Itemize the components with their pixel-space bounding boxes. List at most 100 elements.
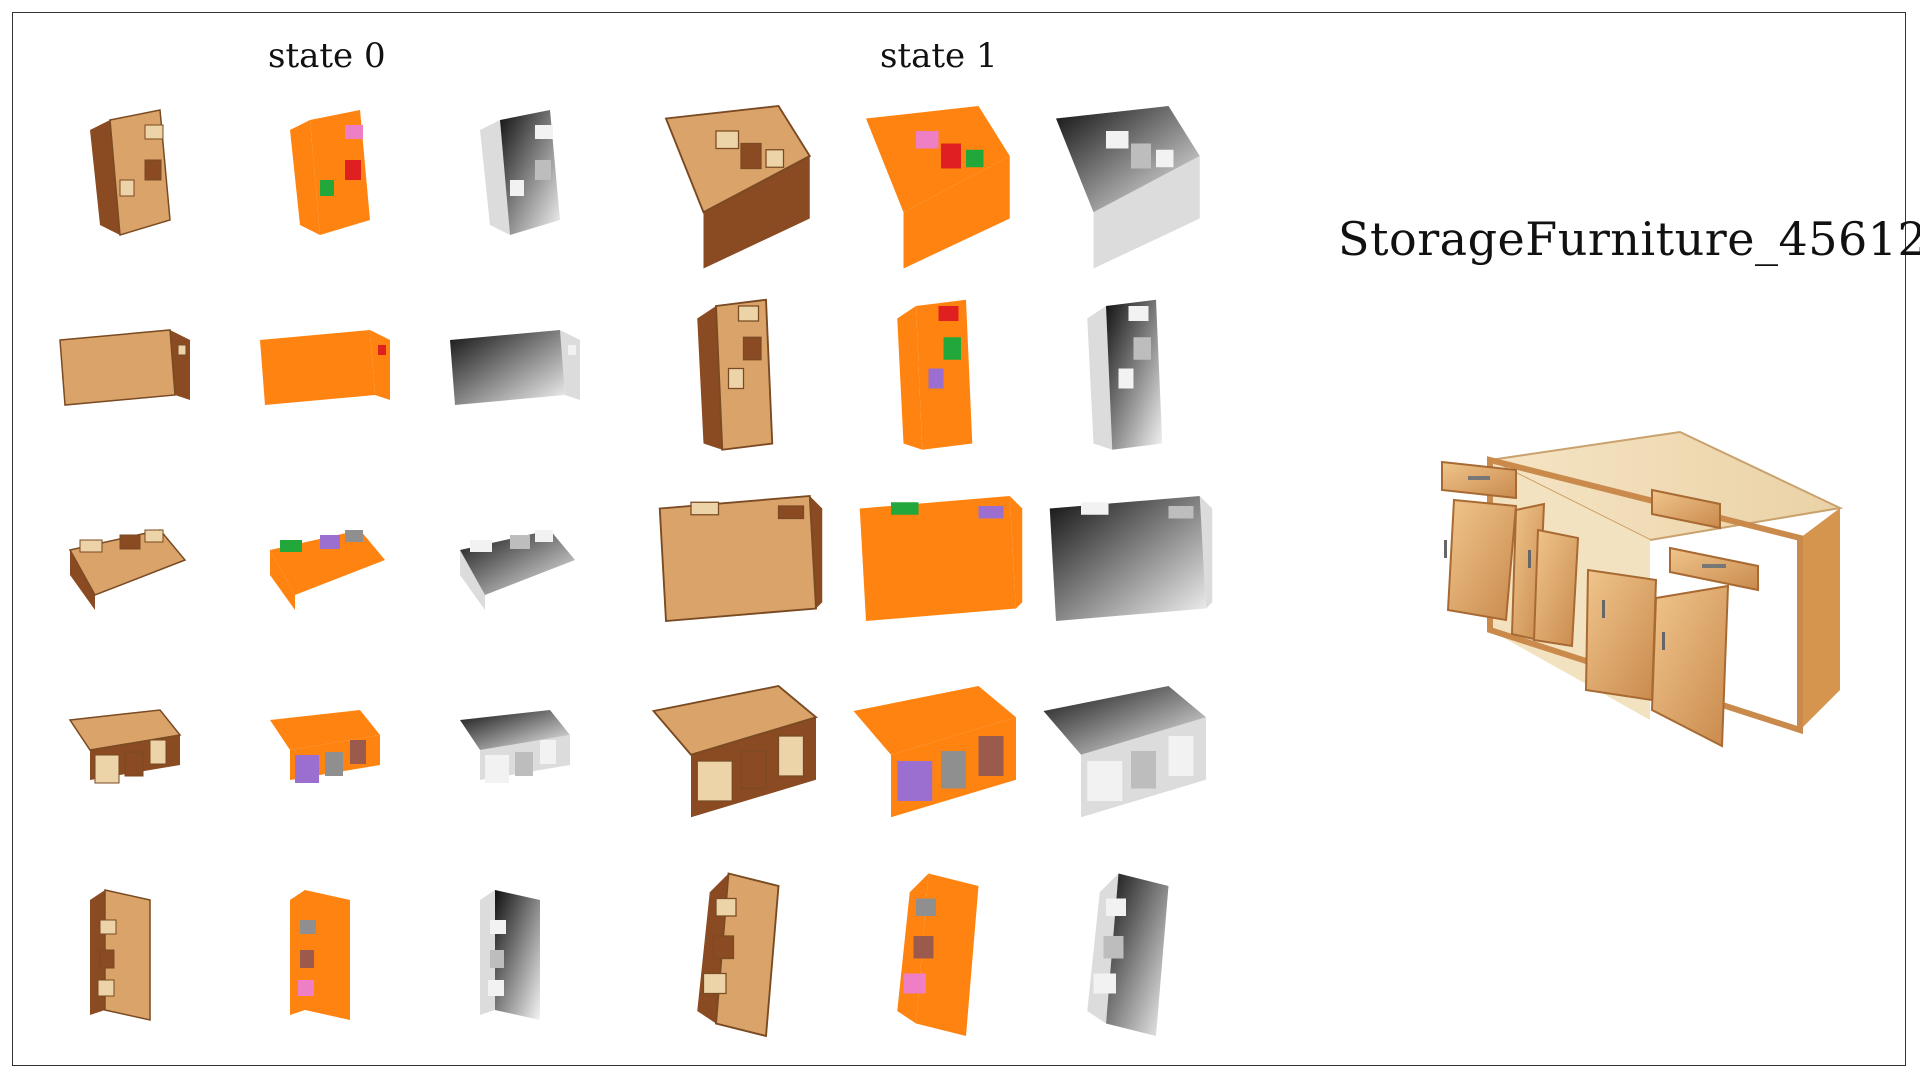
cabinet-part (916, 131, 939, 149)
thumb-state0-row2-rgb (50, 300, 200, 450)
thumb-state1-row1-depth (1031, 81, 1219, 269)
cabinet-body (860, 496, 1017, 622)
thumb-state1-row3-depth (1031, 471, 1219, 659)
cabinet-part (535, 160, 551, 180)
cabinet-part (535, 125, 553, 139)
cabinet-part (938, 306, 959, 322)
cabinet-part (740, 143, 762, 170)
cabinet-part (345, 125, 363, 139)
cabinet-body (916, 300, 973, 450)
cabinet-part (490, 920, 506, 934)
cabinet-side (810, 496, 823, 609)
cabinet-part (144, 529, 164, 543)
cabinet-part (1118, 368, 1134, 389)
thumb-state1-row3-rgb (641, 471, 829, 659)
thumb-state0-row2-depth (440, 300, 590, 450)
segmentation-render (270, 710, 380, 783)
cabinet-part (715, 898, 737, 917)
segmentation-render (290, 890, 350, 1020)
segmentation-render (897, 300, 973, 450)
segmentation-render (290, 110, 370, 235)
cabinet-part (510, 180, 524, 196)
cabinet-body (853, 686, 1017, 755)
thumb-state0-row3-rgb (50, 490, 200, 640)
cabinet-part (1106, 898, 1127, 917)
depth-render (480, 890, 540, 1020)
cabinet-part (320, 180, 334, 196)
cabinet-body (260, 330, 375, 405)
cabinet-part (1131, 143, 1152, 169)
cabinet-body (450, 330, 565, 405)
cabinet-part (119, 179, 135, 197)
cabinet-part (345, 530, 363, 542)
cabinet-part (1103, 936, 1124, 959)
cabinet-illustration (1441, 430, 1844, 748)
thumb-state1-row3-segmentation (841, 471, 1029, 659)
cabinet-part (743, 336, 762, 361)
cabinet-part (728, 368, 745, 390)
thumb-state0-row4-segmentation (250, 680, 400, 830)
cabinet-part (280, 540, 302, 552)
cabinet-side (897, 306, 923, 450)
thumb-state1-row4-depth (1031, 661, 1219, 849)
cabinet-body (68, 709, 182, 751)
cabinet-part (490, 950, 504, 968)
cabinet-side (697, 306, 723, 450)
cabinet-part (540, 740, 556, 764)
cabinet-part (891, 502, 919, 515)
cabinet-body (109, 109, 171, 236)
cabinet-part (300, 920, 316, 934)
thumb-state1-row4-rgb (641, 661, 829, 849)
figure-frame (12, 12, 1906, 1066)
cabinet-part (903, 973, 927, 994)
cabinet-body (651, 685, 819, 757)
segmentation-render (270, 530, 385, 610)
cabinet-part (510, 535, 530, 549)
cabinet-side (70, 550, 95, 610)
thumb-state1-row1-rgb (641, 81, 829, 269)
cabinet-body (310, 110, 370, 235)
cabinet-body (460, 710, 570, 750)
cabinet-part (913, 936, 934, 959)
cabinet-part (1168, 506, 1194, 519)
cabinet-part (928, 368, 944, 389)
cabinet-part (1128, 306, 1149, 322)
thumb-state1-row5-segmentation (841, 861, 1029, 1049)
cabinet-part (97, 979, 115, 997)
cabinet-part (144, 159, 162, 181)
thumb-state0-row5-rgb (50, 880, 200, 1030)
cabinet-part (765, 149, 785, 169)
cabinet-part (690, 501, 720, 516)
thumb-state1-row5-depth (1031, 861, 1219, 1049)
cabinet-part (713, 935, 735, 960)
cabinet-body (270, 710, 380, 750)
hero-cabinet-render (1420, 420, 1860, 780)
cabinet-part (320, 535, 340, 549)
cabinet-body (866, 106, 1010, 213)
cabinet-body (495, 890, 540, 1020)
depth-render (1087, 873, 1169, 1037)
rgb-render (59, 329, 190, 406)
cabinet-part (298, 980, 314, 996)
cabinet-part (1106, 131, 1129, 149)
cabinet-part (943, 337, 962, 360)
segmentation-render (866, 106, 1010, 269)
thumb-state1-row1-segmentation (841, 81, 1029, 269)
depth-render (460, 530, 575, 610)
thumb-state0-row3-depth (440, 490, 590, 640)
cabinet-part (966, 150, 984, 168)
cabinet-part (1093, 973, 1117, 994)
cabinet-side (1200, 496, 1213, 609)
cabinet-part (978, 506, 1004, 519)
segmentation-render (260, 330, 390, 405)
cabinet-part (144, 124, 164, 140)
cabinet-body (1050, 496, 1207, 622)
thumb-state0-row1-segmentation (250, 100, 400, 250)
cabinet-side (460, 550, 485, 610)
cabinet-part (124, 751, 144, 777)
thumb-state1-row5-rgb (641, 861, 829, 1049)
cabinet-body (1056, 106, 1200, 213)
thumb-state0-row5-segmentation (250, 880, 400, 1030)
depth-render (1087, 300, 1163, 450)
cabinet-part (1081, 502, 1109, 515)
